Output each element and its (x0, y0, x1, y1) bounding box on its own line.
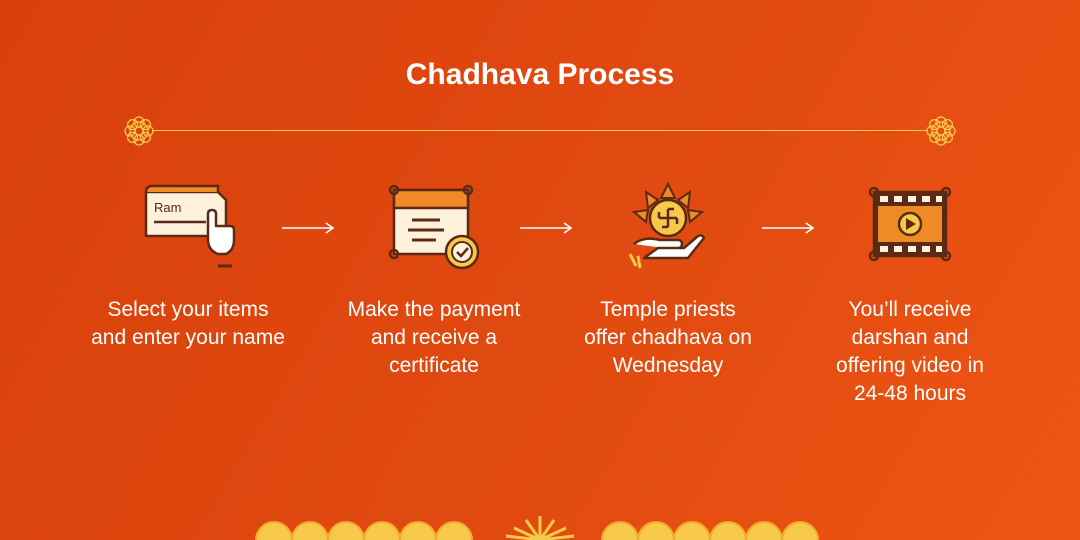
step-label: You’ll receive darshan and offering vide… (836, 298, 984, 405)
step-select-items: Ram Select your items and enter your nam… (68, 182, 308, 352)
svg-text:Ram: Ram (154, 200, 181, 215)
mandala-left-icon (124, 116, 154, 146)
step-temple-priests: Temple priests offer chadhava on Wednesd… (548, 182, 788, 380)
certificate-icon (388, 184, 480, 270)
arrow-right-icon (762, 222, 815, 234)
step-make-payment: Make the payment and receive a certifica… (314, 182, 554, 380)
step-label: Temple priests offer chadhava on Wednesd… (584, 298, 752, 377)
step-label: Make the payment and receive a certifica… (347, 298, 521, 377)
name-card-icon: Ram (144, 184, 236, 268)
offering-hand-icon (628, 182, 706, 269)
arrow-right-icon (282, 222, 335, 234)
arrow-right-icon (520, 222, 573, 234)
video-film-icon (868, 186, 952, 262)
page-title: Chadhava Process (405, 58, 675, 91)
ornamental-divider (122, 114, 958, 148)
mandala-right-icon (926, 116, 956, 146)
step-label: Select your items and enter your name (91, 298, 285, 349)
step-receive-video: You’ll receive darshan and offering vide… (790, 182, 1030, 408)
divider-line (152, 130, 928, 131)
marigold-garland-decor (255, 516, 819, 540)
